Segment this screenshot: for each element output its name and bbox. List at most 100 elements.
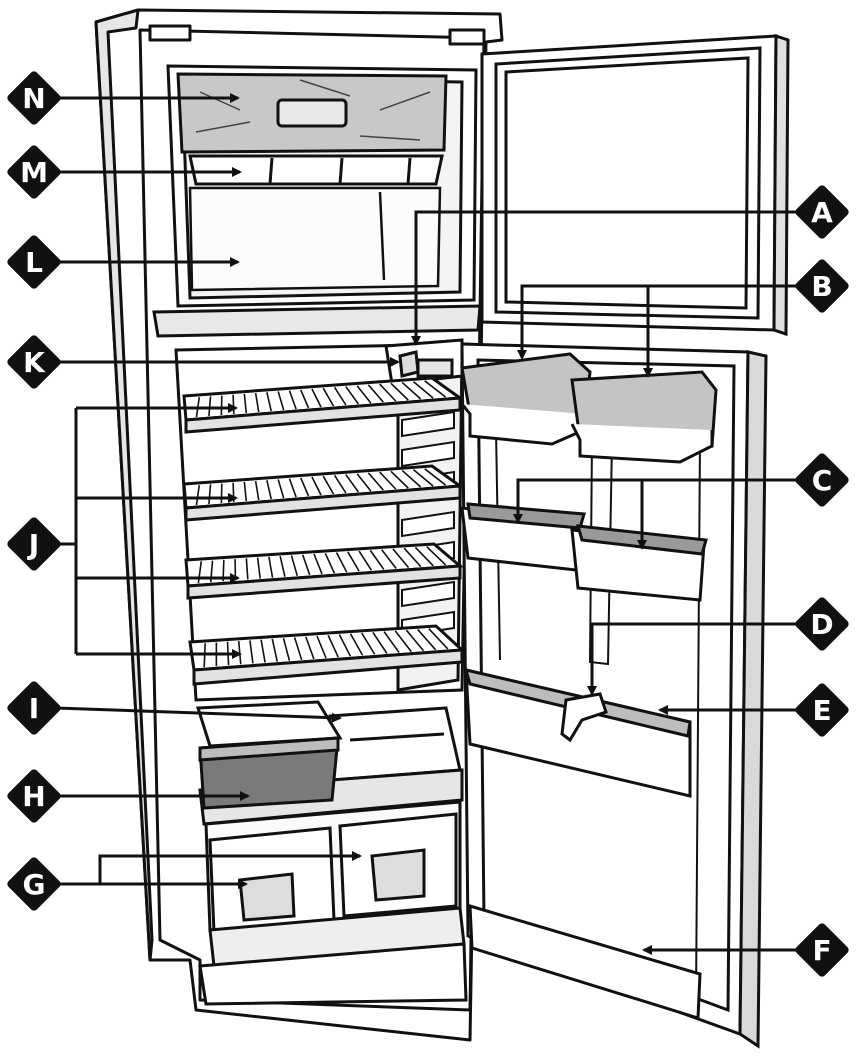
shelf-wire: [299, 389, 310, 409]
shelf-wire: [271, 638, 279, 662]
shelf-wire: [299, 477, 310, 497]
shelf-wire: [381, 549, 397, 570]
shelf-wire: [313, 553, 323, 575]
shelf-wire: [290, 555, 299, 577]
wire-shelf-2: [182, 464, 465, 522]
shelf-wire: [333, 386, 347, 406]
shelf-wire: [260, 639, 266, 663]
label-markers: N M L K J I H G: [7, 71, 849, 977]
label-A: A: [795, 185, 849, 239]
shelf-wire: [254, 392, 260, 413]
freezer-door: [480, 33, 790, 337]
leader-groups: [56, 210, 800, 889]
label-J: J: [7, 517, 61, 571]
label-G: G: [7, 857, 61, 911]
wire-shelf-3: [184, 542, 464, 600]
bottle-rack: [463, 667, 692, 798]
shelf-wire: [349, 633, 364, 656]
shelf-wire: [195, 485, 201, 506]
shelf-wire: [369, 549, 385, 570]
shelf-wire: [243, 393, 248, 414]
label-L-text: L: [25, 246, 43, 279]
label-I-text: I: [29, 692, 39, 725]
bottom-door-shelf: [468, 903, 702, 1021]
shelf-wire: [383, 631, 400, 654]
shelf-wire: [414, 546, 434, 567]
label-M-text: M: [20, 156, 48, 189]
label-B-text: B: [811, 270, 832, 303]
shelf-wire: [394, 630, 412, 653]
shelf-wire: [367, 384, 384, 403]
shelf-wire: [311, 476, 322, 496]
shelf-wire: [322, 475, 335, 495]
label-F: F: [795, 923, 849, 977]
shelf-wire: [232, 394, 235, 415]
label-E: E: [795, 683, 849, 737]
shelf-wire: [316, 635, 327, 659]
shelf-wire: [277, 479, 285, 499]
shelf-wire: [245, 558, 249, 580]
shelf-wire: [345, 386, 360, 405]
shelf-wire: [333, 474, 347, 494]
shelf-wire: [372, 631, 388, 654]
label-C: C: [795, 453, 849, 507]
freezer-interior: [188, 186, 442, 292]
shelf-wire: [401, 381, 422, 400]
wire-shelf-1: [182, 376, 465, 434]
label-N-text: N: [22, 82, 45, 115]
shelf-wire: [208, 396, 212, 417]
shelf-wire: [279, 556, 286, 577]
shelf-wire: [301, 554, 311, 576]
label-F-text: F: [812, 934, 831, 967]
label-L: L: [7, 235, 61, 289]
shelf-wire: [358, 550, 373, 571]
label-H-text: H: [22, 780, 45, 813]
shelf-wire: [347, 551, 360, 572]
freezer-top-compartment: [176, 72, 448, 154]
shelf-wire: [338, 634, 352, 657]
shelf-wire: [379, 471, 397, 490]
shelf-wire: [311, 388, 322, 408]
shelf-wire: [256, 557, 261, 579]
label-D: D: [795, 597, 849, 651]
shelf-wire: [324, 552, 336, 574]
door-boxes: [460, 352, 718, 464]
shelf-wire: [345, 474, 360, 493]
thermostat-light-box: [384, 338, 464, 386]
door-racks: [460, 502, 708, 602]
wire-shelves: [182, 376, 466, 686]
label-K: K: [7, 335, 61, 389]
shelf-wire: [277, 391, 285, 411]
label-G-text: G: [23, 868, 46, 901]
shelf-wire: [268, 556, 274, 578]
label-K-text: K: [23, 346, 46, 379]
shelf-wire: [293, 637, 303, 661]
shelf-wire: [249, 640, 254, 664]
label-N: N: [7, 71, 61, 125]
shelf-wire: [392, 548, 410, 569]
shelf-wire: [390, 382, 409, 401]
shelf-wire: [367, 472, 384, 491]
wire-shelf-4: [188, 624, 466, 686]
label-A-text: A: [811, 196, 833, 229]
shelf-wire: [428, 628, 449, 650]
leader-lines: [55, 93, 800, 955]
ice-tray: [188, 154, 444, 186]
shelf-wire: [266, 480, 272, 500]
shelf-wire: [424, 380, 447, 398]
shelf-wire: [254, 480, 260, 501]
crisper-drawers: [198, 800, 468, 1006]
shelf-wire: [288, 478, 297, 498]
label-J-text: J: [27, 528, 39, 561]
shelf-wire: [288, 390, 297, 410]
label-H: H: [7, 769, 61, 823]
shelf-wire: [282, 637, 291, 661]
shelf-wire: [322, 387, 335, 407]
shelf-wire: [417, 628, 437, 651]
label-B: B: [795, 259, 849, 313]
shelf-wire: [379, 383, 397, 402]
shelf-wire: [335, 552, 348, 573]
leader-I: [55, 706, 342, 723]
